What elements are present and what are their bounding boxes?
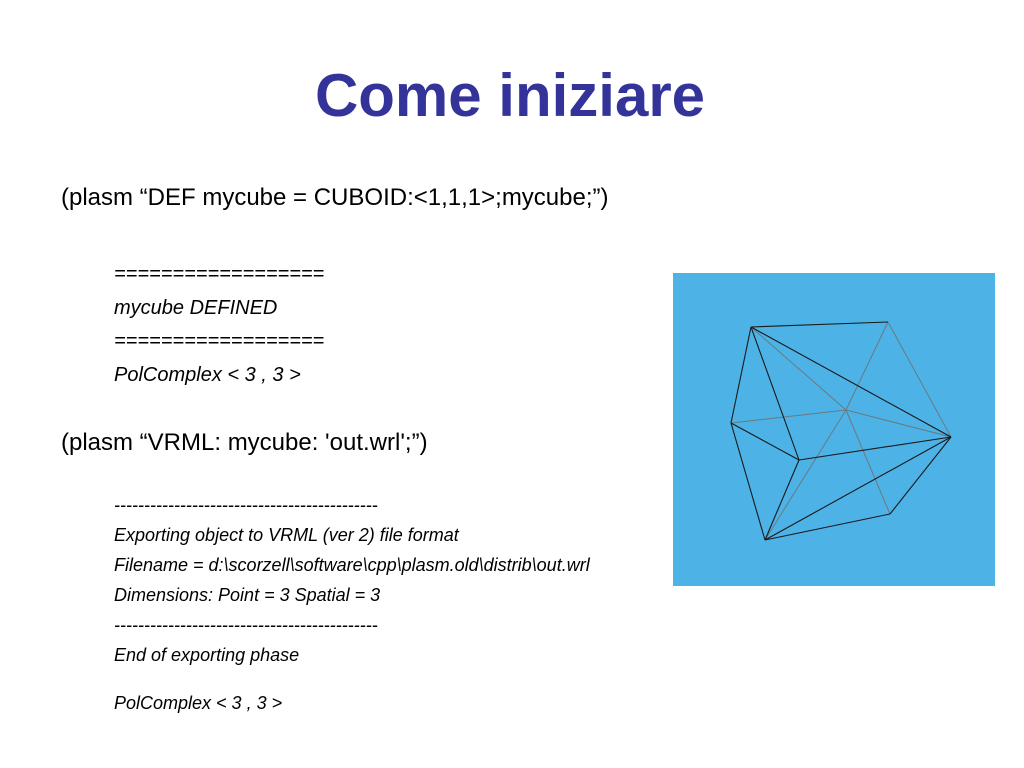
output-line: ----------------------------------------…: [114, 495, 378, 515]
cube-edge: [764, 513, 891, 541]
output-line: mycube DEFINED: [114, 296, 278, 319]
cube-edge: [889, 436, 952, 515]
cube-edge: [750, 326, 847, 411]
cube-edge: [750, 326, 800, 461]
output-block-export: ----------------------------------------…: [114, 490, 590, 718]
output-line: Filename = d:\scorzell\software\cpp\plas…: [114, 555, 590, 575]
command-vrml-export: (plasm “VRML: mycube: 'out.wrl';”): [61, 429, 428, 456]
cube-edge: [798, 436, 952, 461]
cube-edge: [845, 409, 891, 515]
slide-title: Come iniziare: [314, 62, 706, 129]
cube-edge: [750, 326, 952, 438]
cube-wireframe-svg: [673, 273, 995, 586]
command-def-cube: (plasm “DEF mycube = CUBOID:<1,1,1>;mycu…: [61, 184, 609, 211]
output-line: PolComplex < 3 , 3 >: [114, 363, 301, 386]
output-line: ==================: [114, 263, 325, 285]
cube-edge: [845, 409, 952, 438]
cube-edge: [750, 321, 889, 328]
output-block-define: ================== mycube DEFINED ======…: [114, 258, 324, 392]
output-line: [114, 670, 590, 688]
output-line: Dimensions: Point = 3 Spatial = 3: [114, 585, 381, 605]
cube-edge: [730, 422, 766, 541]
cube-edge: [730, 409, 847, 424]
output-line: End of exporting phase: [114, 645, 300, 665]
cube-wireframe-render: [673, 273, 995, 586]
cube-edge: [730, 422, 800, 461]
output-line: ----------------------------------------…: [114, 615, 378, 635]
cube-edge: [764, 436, 952, 541]
cube-edge: [764, 459, 800, 541]
output-line: PolComplex < 3 , 3 >: [114, 693, 283, 713]
cube-edge: [887, 321, 952, 438]
cube-edge: [764, 409, 847, 541]
cube-edge: [730, 326, 752, 424]
cube-edge: [845, 321, 889, 411]
output-line: Exporting object to VRML (ver 2) file fo…: [114, 525, 459, 545]
output-line: ==================: [114, 330, 325, 352]
